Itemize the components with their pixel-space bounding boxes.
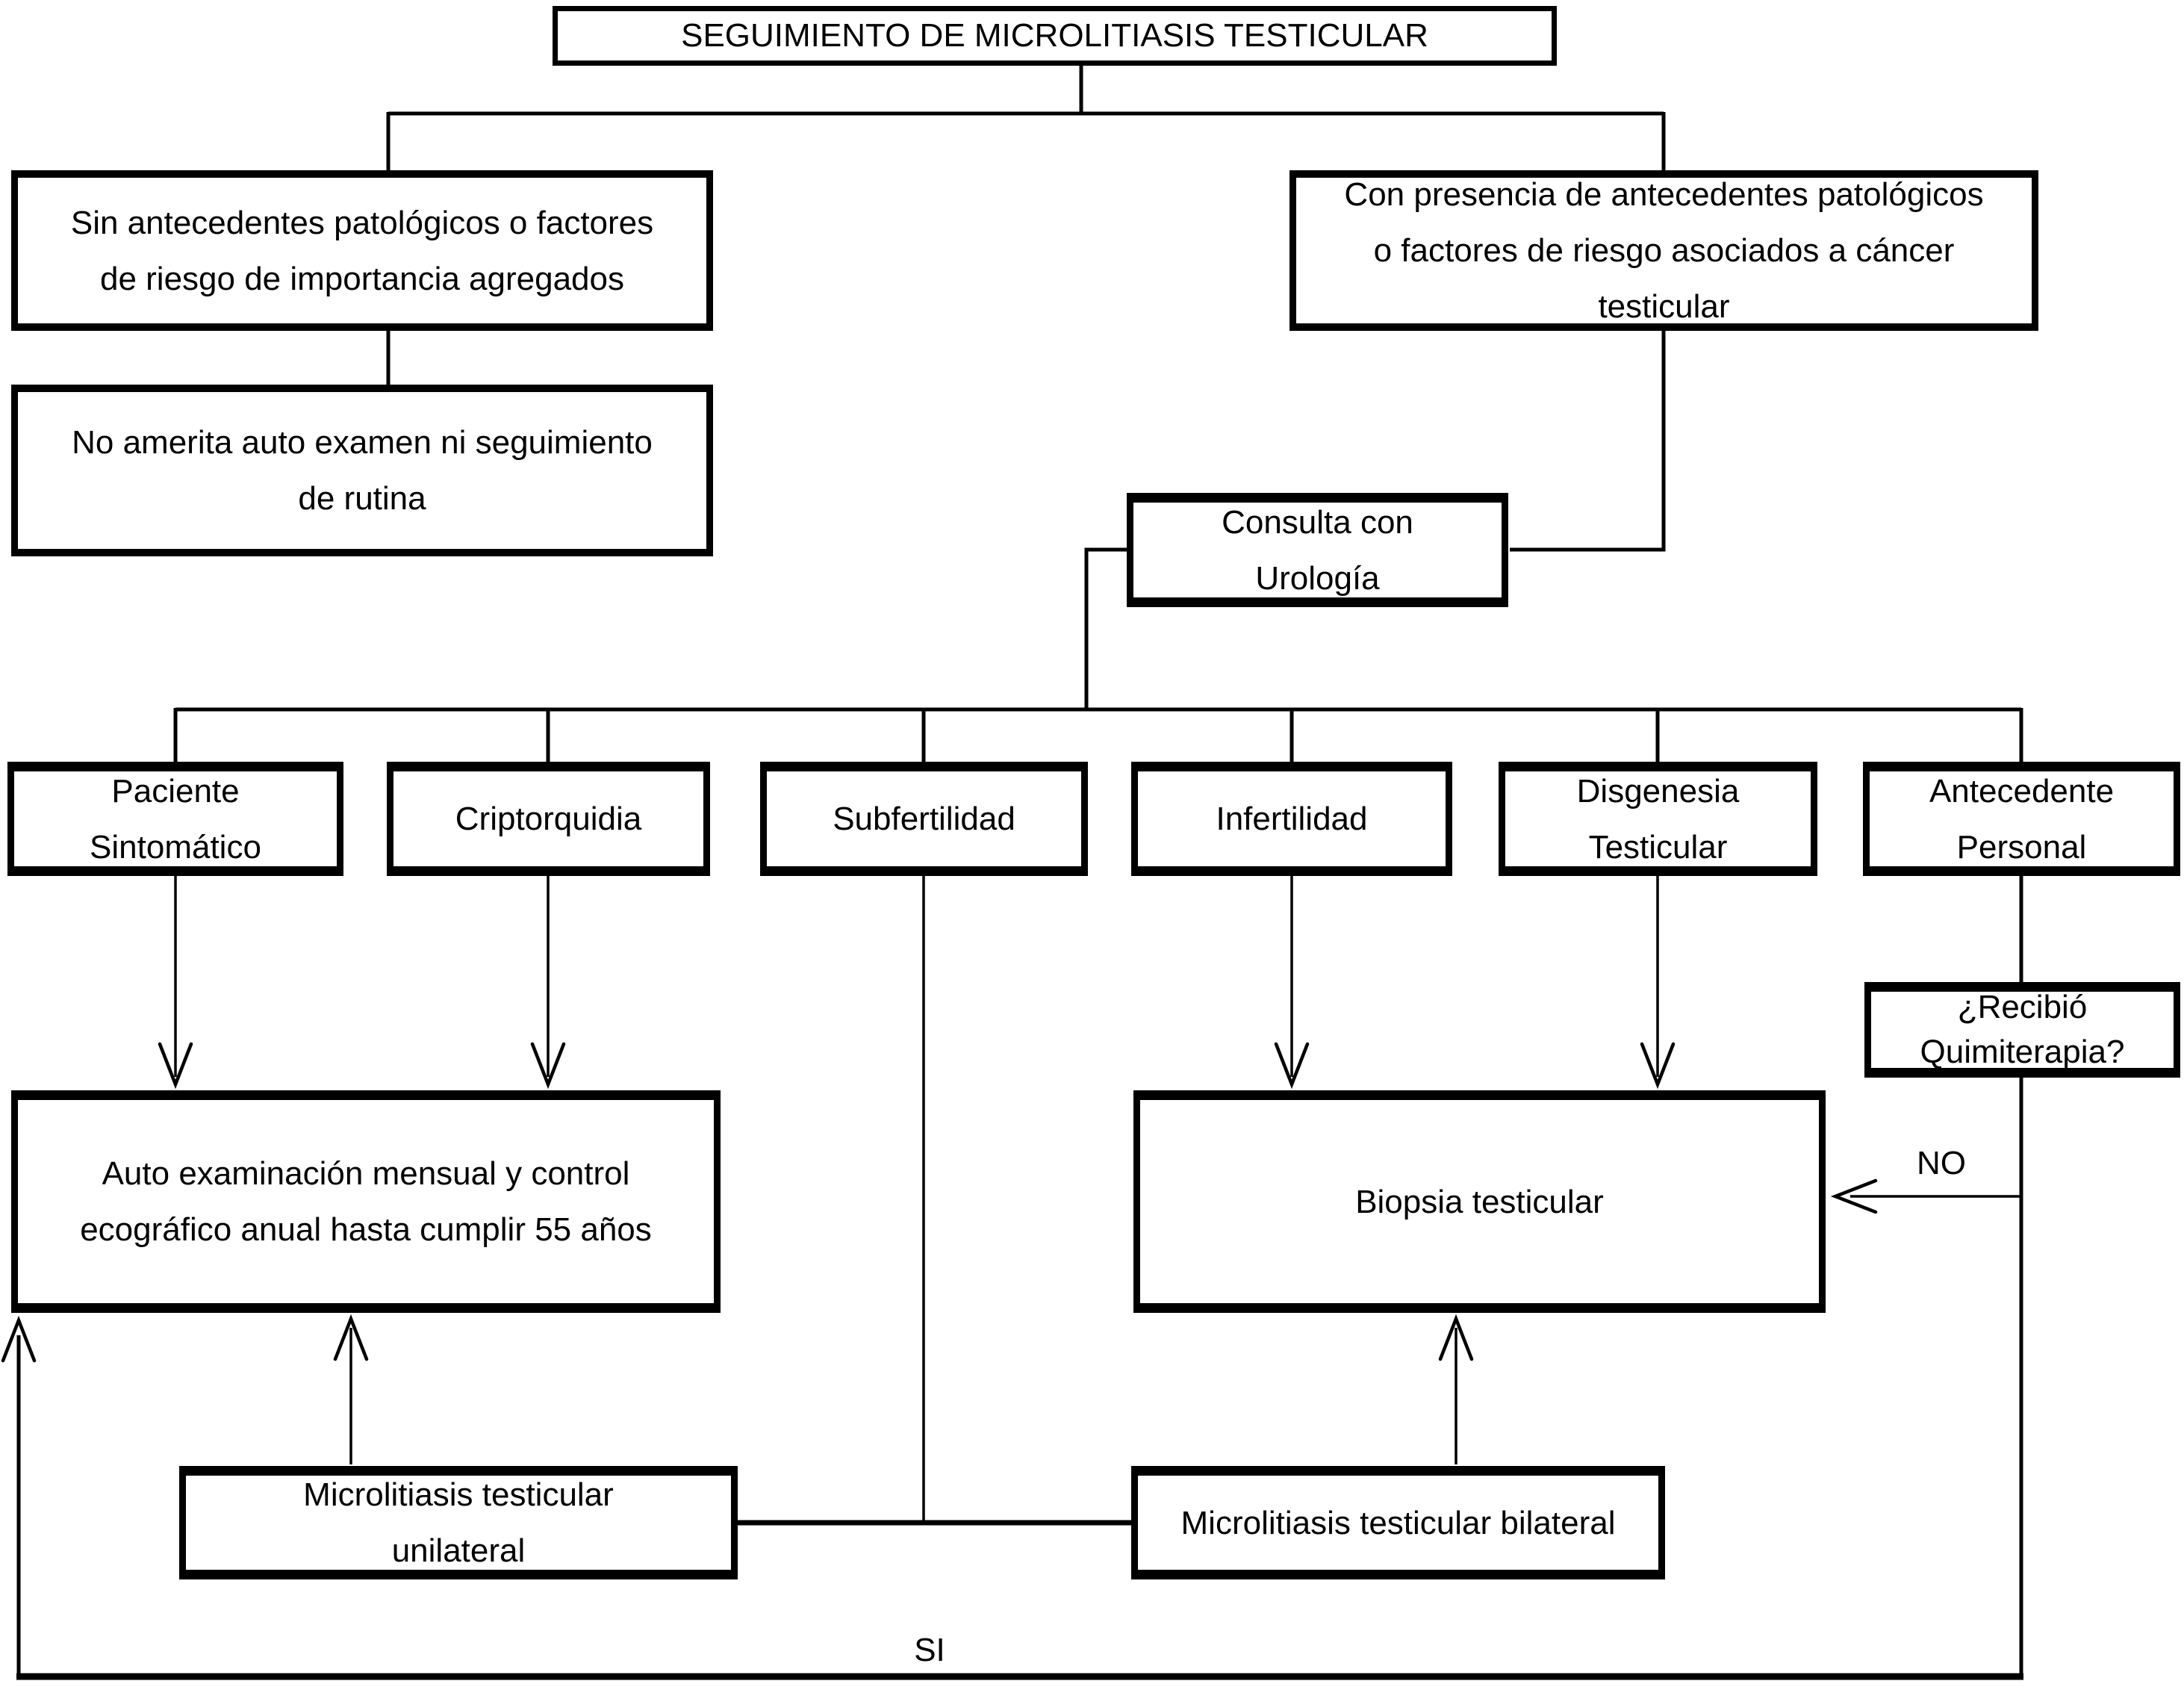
node-consulta-urologia: Consulta con Urología <box>1127 493 1508 607</box>
node-antecedente-personal: Antecedente Personal <box>1863 762 2180 876</box>
arrow-disgenesia-to-biopsia <box>1640 875 1676 1090</box>
edge-label-si: SI <box>914 1632 945 1668</box>
arrow-infertilidad-to-biopsia <box>1274 875 1310 1090</box>
arrow-bilateral-to-biopsia <box>1438 1314 1474 1464</box>
tree-connectors <box>173 63 2023 986</box>
arrow-si-to-autoexamen <box>1 1074 2023 1680</box>
node-microlitiasis-bilateral: Microlitiasis testicular bilateral <box>1131 1466 1665 1579</box>
arrow-unilateral-to-autoexamen <box>333 1314 369 1464</box>
node-no-amerita: No amerita auto examen ni seguimiento de… <box>11 385 713 556</box>
arrow-no-to-biopsia <box>1830 1178 2021 1214</box>
node-biopsia-testicular: Biopsia testicular <box>1133 1090 1826 1313</box>
node-criptorquidia: Criptorquidia <box>387 762 710 876</box>
edge-label-no: NO <box>1917 1145 1966 1181</box>
node-sin-antecedentes: Sin antecedentes patológicos o factores … <box>11 170 713 331</box>
node-auto-examinacion: Auto examinación mensual y control ecogr… <box>11 1090 721 1313</box>
node-title: SEGUIMIENTO DE MICROLITIASIS TESTICULAR <box>553 6 1557 66</box>
node-disgenesia-testicular: Disgenesia Testicular <box>1499 762 1817 876</box>
node-recibio-quimiterapia: ¿Recibió Quimiterapia? <box>1864 982 2180 1078</box>
node-con-antecedentes: Con presencia de antecedentes patológico… <box>1289 170 2038 331</box>
node-subfertilidad: Subfertilidad <box>760 762 1088 876</box>
node-paciente-sintomatico: Paciente Sintomático <box>7 762 343 876</box>
node-infertilidad: Infertilidad <box>1131 762 1452 876</box>
node-microlitiasis-unilateral: Microlitiasis testicular unilateral <box>179 1466 738 1579</box>
arrow-criptorquidia-to-autoexamen <box>530 875 566 1090</box>
arrow-paciente-to-autoexamen <box>158 875 193 1090</box>
